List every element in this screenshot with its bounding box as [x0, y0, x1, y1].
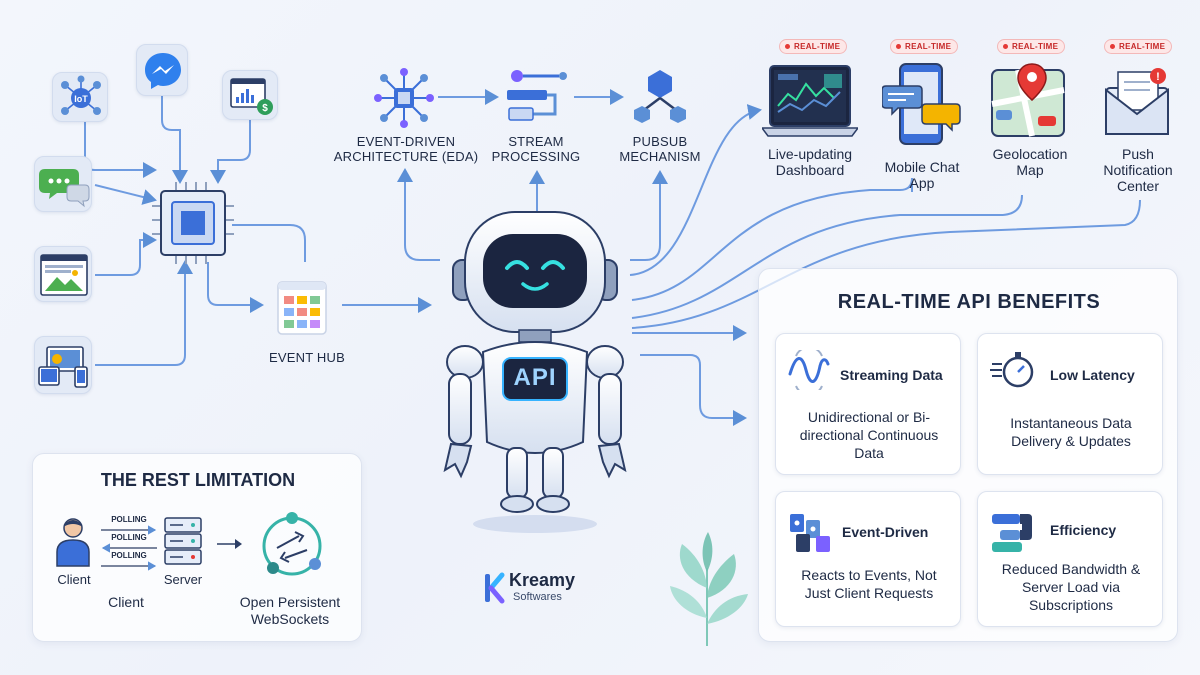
source-chat	[34, 156, 92, 212]
messenger-icon	[145, 53, 181, 89]
benefit-title-efficiency: Efficiency	[1050, 522, 1117, 538]
realtime-badge-push: REAL-TIME	[1104, 39, 1173, 54]
client-person-icon	[56, 518, 90, 567]
benefit-desc-event-driven: Reacts to Events, Not Just Client Reques…	[801, 567, 937, 601]
benefit-desc-efficiency: Reduced Bandwidth & Server Load via Subs…	[1001, 561, 1141, 613]
rest-client-label: Client	[57, 572, 91, 587]
event-hub-icon	[272, 278, 332, 338]
websocket-label: Open Persistent WebSockets	[239, 594, 341, 627]
polling-label-2: POLLING	[111, 533, 147, 542]
kreamy-k-logo-icon	[485, 572, 505, 604]
eda-label: EVENT-DRIVEN ARCHITECTURE (EDA)	[333, 134, 479, 164]
rest-title: THE REST LIMITATION	[100, 470, 296, 490]
robot-mascot: API	[425, 192, 645, 537]
benefits-title: REAL-TIME API BENEFITS	[837, 291, 1101, 313]
svg-text:$: $	[262, 103, 268, 114]
pipes-icon	[992, 514, 1032, 552]
svg-text:IoT: IoT	[74, 94, 88, 104]
brand-sub: Softwares	[513, 591, 562, 603]
chip-icon	[152, 182, 234, 264]
processor-chip	[150, 180, 236, 266]
dashboard-label: Live-updating Dashboard	[767, 146, 853, 178]
pubsub-icon	[628, 66, 692, 132]
realtime-badge-chat: REAL-TIME	[890, 39, 959, 54]
rest-server-label: Server	[163, 572, 203, 587]
benefit-title-streaming: Streaming Data	[840, 367, 943, 383]
benefit-desc-streaming: Unidirectional or Bi- directional Contin…	[799, 409, 939, 461]
mobile-chat-icon	[881, 60, 962, 152]
iot-hub-icon: IoT	[61, 75, 101, 115]
wave-icon	[788, 350, 830, 390]
polling-arrows	[99, 514, 159, 574]
source-iot-hub: IoT	[52, 72, 108, 122]
benefit-title-latency: Low Latency	[1050, 367, 1135, 383]
stream-processing-label: STREAM PROCESSING	[491, 134, 581, 164]
stopwatch-icon	[990, 352, 1034, 388]
source-devices	[34, 336, 92, 394]
realtime-badge-dashboard: REAL-TIME	[779, 39, 848, 54]
polling-label-1: POLLING	[111, 515, 147, 524]
rest-bottom-client-label: Client	[108, 594, 144, 610]
polling-label-3: POLLING	[111, 551, 147, 560]
geolocation-map-label: Geolocation Map	[992, 146, 1068, 178]
stream-processing-icon	[503, 66, 569, 130]
svg-text:!: !	[1156, 71, 1160, 83]
source-messenger	[136, 44, 188, 96]
event-hub-label: EVENT HUB	[269, 350, 345, 365]
brand-logo: Kreamy Softwares	[483, 570, 613, 608]
websocket-loop-icon	[262, 512, 322, 576]
geolocation-map-icon	[988, 60, 1068, 140]
eda-icon	[372, 66, 436, 130]
benefits-panel: REAL-TIME API BENEFITS Streaming Data Un…	[758, 268, 1178, 642]
push-notification-label: Push Notification Center	[1103, 146, 1173, 194]
mobile-chat-label: Mobile Chat App	[884, 159, 960, 191]
source-payment-screen: $	[222, 70, 278, 120]
robot-api-label: API	[513, 364, 557, 391]
benefit-card-streaming: Streaming Data Unidirectional or Bi- dir…	[775, 333, 961, 475]
benefit-title-event-driven: Event-Driven	[842, 524, 929, 540]
plant-decoration	[670, 532, 748, 646]
pubsub-label: PUBSUB MECHANISM	[619, 134, 701, 164]
devices-icon	[38, 346, 88, 388]
payment-screen-icon: $	[230, 78, 273, 115]
dashboard-laptop-icon	[760, 62, 860, 140]
benefit-card-latency: Low Latency Instantaneous Data Delivery …	[977, 333, 1163, 475]
right-arrow-icon	[217, 539, 242, 549]
brand-name: Kreamy	[509, 570, 576, 590]
push-notification-icon: !	[1102, 66, 1174, 138]
chat-bubbles-icon	[39, 169, 90, 208]
source-web-page	[34, 246, 92, 302]
rest-limitation-panel: THE REST LIMITATION Client POLLING POLLI…	[32, 453, 362, 642]
benefit-desc-latency: Instantaneous Data Delivery & Updates	[1010, 415, 1132, 449]
realtime-badge-map: REAL-TIME	[997, 39, 1066, 54]
event-cards-icon	[790, 514, 830, 552]
benefit-card-efficiency: Efficiency Reduced Bandwidth & Server Lo…	[977, 491, 1163, 627]
server-icon	[164, 517, 202, 565]
benefit-card-event-driven: Event-Driven Reacts to Events, Not Just …	[775, 491, 961, 627]
web-page-icon	[40, 254, 88, 296]
